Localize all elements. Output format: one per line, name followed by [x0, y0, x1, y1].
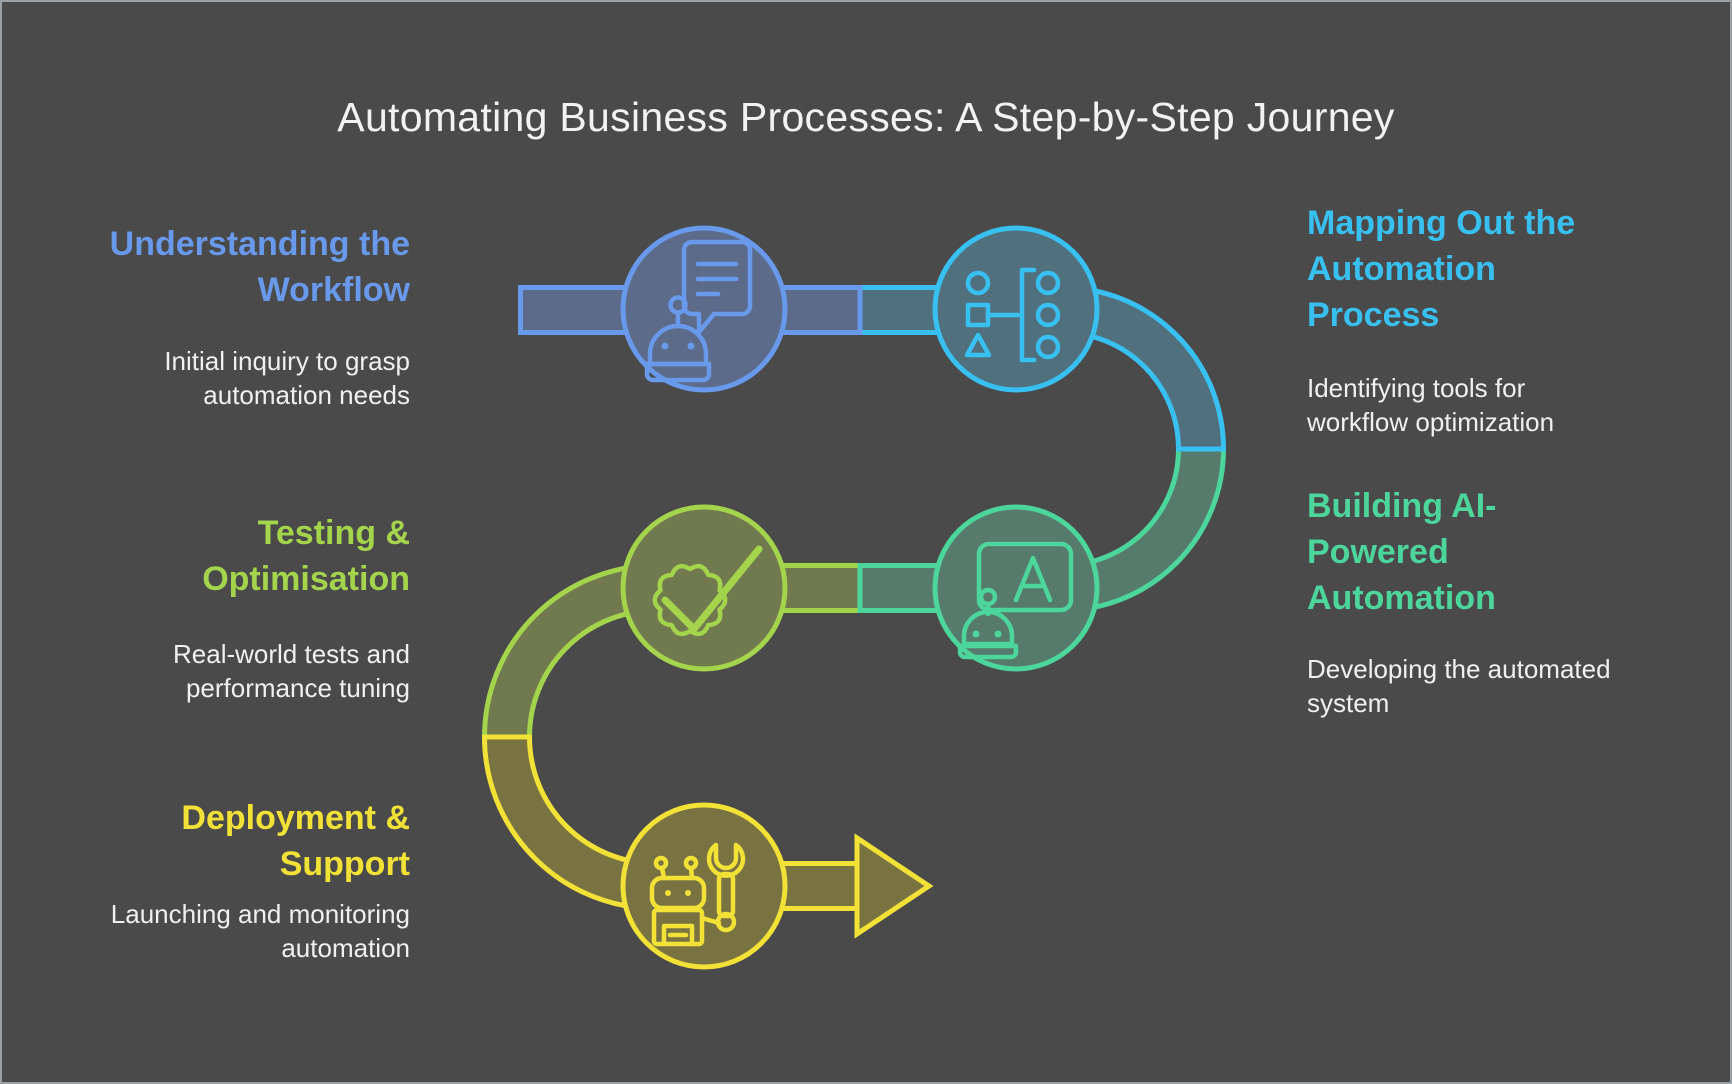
- ai-screen-robot-icon: [957, 541, 1074, 660]
- step-heading-deployment: Deployment & Support: [181, 799, 410, 883]
- step-heading-understanding: Understanding the Workflow: [109, 225, 410, 309]
- step-circle-understanding: [620, 225, 788, 393]
- step-circle-building: [932, 504, 1100, 672]
- shape-sorting-icon: [964, 267, 1061, 363]
- step-circle-mapping: [932, 225, 1100, 393]
- gear-checkmark-icon: [652, 545, 763, 637]
- step-description-understanding: Initial inquiry to grasp automation need…: [164, 346, 410, 410]
- chat-robot-icon: [644, 239, 753, 383]
- step-heading-building: Building AI- Powered Automation: [1307, 487, 1497, 617]
- step-description-mapping: Identifying tools for workflow optimizat…: [1307, 373, 1555, 437]
- step-description-deployment: Launching and monitoring automation: [110, 899, 410, 963]
- robot-wrench-icon: [649, 842, 746, 947]
- step-description-building: Developing the automated system: [1307, 654, 1611, 718]
- step-heading-mapping: Mapping Out the Automation Process: [1307, 204, 1576, 334]
- flow-arrowhead: [854, 833, 934, 939]
- flow-path: [482, 285, 1226, 939]
- step-heading-testing: Testing & Optimisation: [202, 514, 410, 598]
- step-description-testing: Real-world tests and performance tuning: [173, 639, 410, 703]
- page-title: Automating Business Processes: A Step-by…: [337, 94, 1395, 140]
- step-circle-testing: [620, 504, 788, 672]
